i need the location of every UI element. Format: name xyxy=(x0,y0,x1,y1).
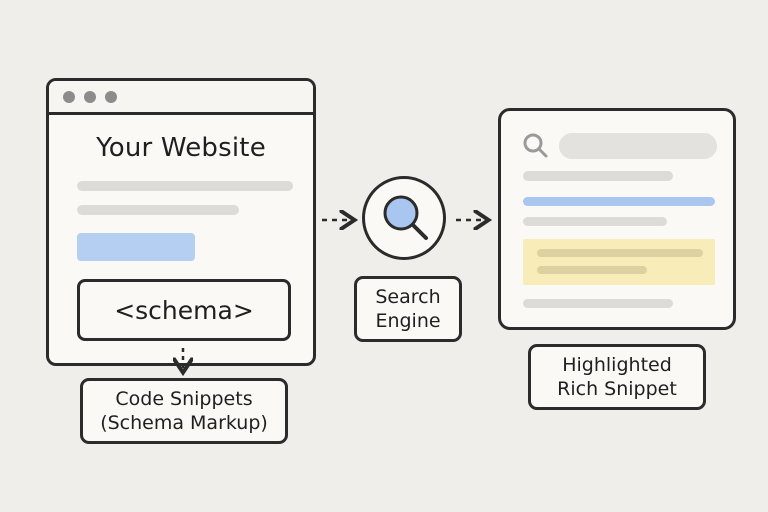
window-dot-icon xyxy=(84,90,96,103)
label-line: Engine xyxy=(375,310,441,332)
magnifier-icon xyxy=(383,195,428,240)
result-line xyxy=(523,171,673,181)
result-line xyxy=(523,217,667,226)
rich-snippet-highlight xyxy=(523,239,715,285)
search-result-card xyxy=(498,108,736,330)
window-controls-icon xyxy=(49,81,313,115)
result-line xyxy=(523,299,673,308)
rich-snippet-label: Highlighted Rich Snippet xyxy=(528,344,706,410)
label-line: Search xyxy=(375,286,441,308)
search-bar-placeholder xyxy=(559,133,717,159)
button-placeholder xyxy=(77,233,195,261)
label-line: Code Snippets xyxy=(115,388,253,410)
label-line: Rich Snippet xyxy=(557,378,677,400)
window-dot-icon xyxy=(63,90,75,103)
text-placeholder-line xyxy=(77,181,293,191)
rich-snippet-line xyxy=(537,266,647,274)
website-browser-window: Your Website <schema> xyxy=(46,78,316,366)
window-dot-icon xyxy=(105,90,117,103)
result-link-line xyxy=(523,197,715,206)
rich-snippet-line xyxy=(537,249,703,257)
label-line: Highlighted xyxy=(562,354,672,376)
schema-code-box: <schema> xyxy=(77,279,291,341)
text-placeholder-line xyxy=(77,205,239,215)
search-engine-label: Search Engine xyxy=(354,276,462,342)
code-snippets-label: Code Snippets (Schema Markup) xyxy=(80,378,288,444)
search-engine-node xyxy=(362,176,446,260)
label-line: (Schema Markup) xyxy=(100,412,268,434)
search-icon xyxy=(523,133,548,158)
website-title: Your Website xyxy=(96,133,266,163)
